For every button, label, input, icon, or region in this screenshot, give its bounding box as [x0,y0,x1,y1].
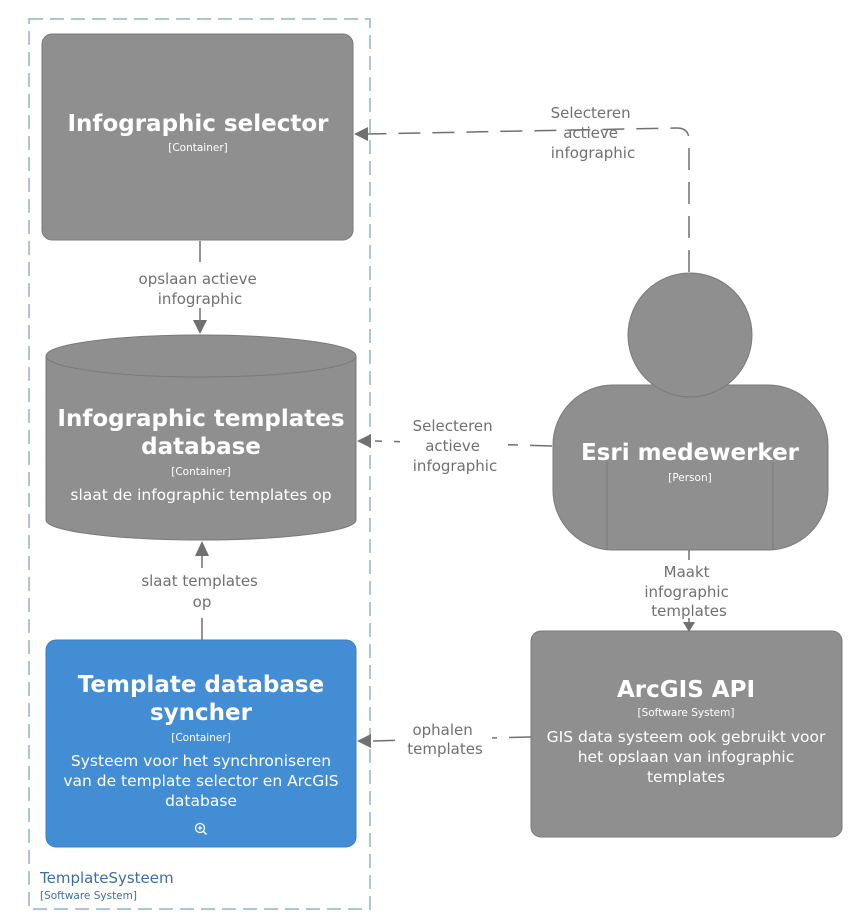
relation-person-arcgis-label: Maakt infographic templates [644,563,733,620]
syncher-box [45,639,357,848]
node-esri-medewerker[interactable]: Esri medewerker [Person] [552,272,829,551]
arcgis-desc-line2: het opslaan van infographic [578,748,795,766]
syncher-title-line1: Template database [78,672,324,698]
person-head [627,272,753,398]
relation-person-database-arrow [357,434,371,448]
relation-arcgis-syncher-label-bg [398,718,492,762]
database-body [45,355,357,541]
arcgis-type: [Software System] [638,707,735,719]
relation-person-selector-line [367,127,690,272]
database-top [45,334,357,378]
relation-person-arcgis-arrow [683,622,695,632]
person-type: [Person] [668,472,711,484]
node-arcgis-api[interactable]: ArcGIS API [Software System] GIS data sy… [530,630,843,838]
node-infographic-selector[interactable]: Infographic selector [Container] [41,33,354,241]
syncher-desc-line2: van de template selector en ArcGIS [63,772,338,790]
database-title-line2: database [141,434,261,460]
arcgis-title: ArcGIS API [617,677,755,703]
relation-person-database-label-bg [400,414,508,474]
relation-person-selector-arrow [354,127,368,141]
relation-person-selector-label: Selecteren actieve infographic [551,104,636,162]
database-description: slaat de infographic templates op [70,486,331,504]
zoom-in-icon[interactable] [194,822,208,836]
system-boundary [28,18,371,910]
person-title: Esri medewerker [581,440,800,466]
selector-type: [Container] [168,142,228,154]
relation-selector-database-label: opslaan actieve infographic [139,270,262,308]
selector-box [41,33,354,241]
relation-selector-database-arrow [193,320,207,334]
syncher-desc-line1: Systeem voor het synchroniseren [71,752,331,770]
relation-syncher-database-arrow [195,541,209,556]
selector-title: Infographic selector [68,111,330,137]
relation-person-database-label: Selecteren actieve infographic [413,417,498,475]
syncher-title-line2: syncher [150,700,253,726]
person-body [552,384,829,551]
boundary-type: [Software System] [40,890,137,902]
arcgis-box [530,630,843,838]
syncher-desc-line3: database [165,792,237,810]
database-title-line1: Infographic templates [57,406,344,432]
relation-syncher-database-label: slaat templates op [141,572,262,611]
arcgis-desc-line1: GIS data systeem ook gebruikt voor [547,728,826,746]
node-templates-database[interactable]: Infographic templates database [Containe… [45,334,357,541]
arcgis-desc-line3: templates [647,768,725,786]
database-type: [Container] [171,466,231,478]
syncher-type: [Container] [171,732,231,744]
node-template-syncher[interactable]: Template database syncher [Container] Sy… [45,639,357,848]
boundary-name: TemplateSysteem [39,869,174,887]
relation-arcgis-syncher-label: ophalen templates [407,721,483,758]
relation-arcgis-syncher-arrow [357,734,371,748]
